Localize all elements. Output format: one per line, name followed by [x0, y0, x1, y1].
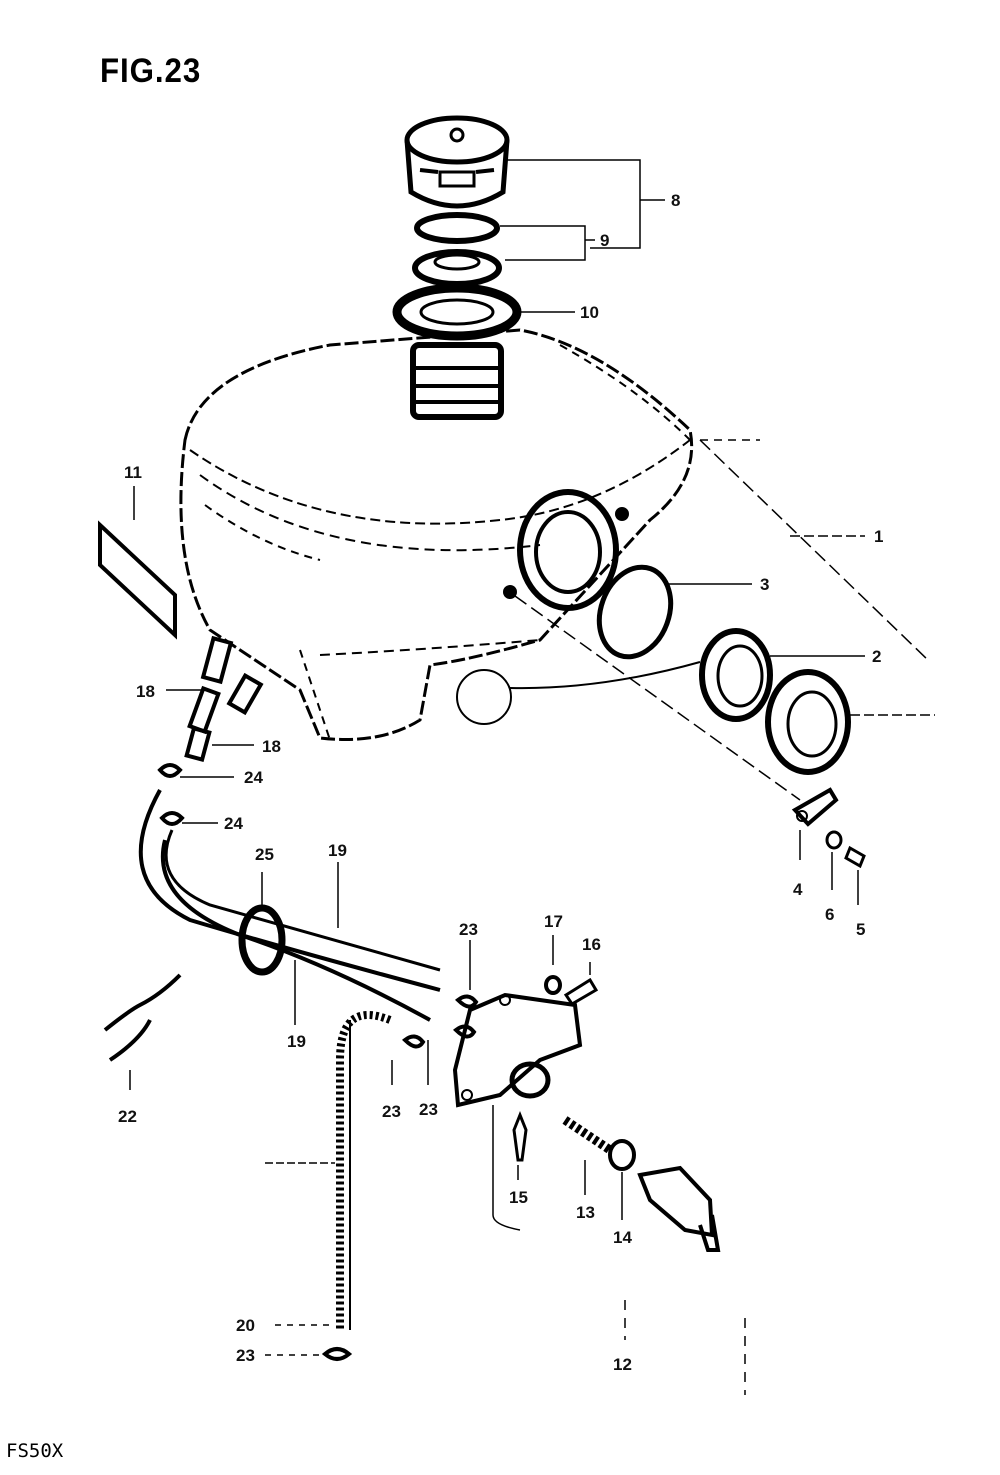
- callout-8: 8: [671, 191, 680, 210]
- bolt: [844, 845, 866, 869]
- callout-17: 17: [544, 912, 563, 931]
- o-ring: [608, 1139, 636, 1171]
- label-plate: [98, 520, 177, 640]
- coiled-vent-hose: [336, 1011, 392, 1330]
- hose-clamp-lower: [159, 811, 185, 826]
- callout-9: 9: [600, 231, 609, 250]
- callout-23-bottom: 23: [236, 1346, 255, 1365]
- fuel-hoses: [138, 789, 441, 1022]
- callout-13: 13: [576, 1203, 595, 1222]
- callout-12: 12: [613, 1355, 632, 1374]
- filler-neck: [410, 342, 504, 420]
- callout-4: 4: [793, 880, 803, 899]
- fuel-tank-body: [179, 328, 694, 741]
- cap-gasket: [412, 212, 502, 287]
- callout-14: 14: [613, 1228, 632, 1247]
- clamp-23-d: [321, 1347, 353, 1361]
- guide-line-bracket: [514, 595, 801, 801]
- guide-line-sender: [699, 439, 931, 663]
- leader-lines: [129, 159, 935, 1395]
- callout-11: 11: [124, 463, 142, 482]
- callout-24-upper: 24: [244, 768, 263, 787]
- bracket: [791, 787, 839, 827]
- callout-18-upper: 18: [136, 682, 155, 701]
- callout-10: 10: [580, 303, 599, 322]
- sender-lock-ring: [765, 669, 851, 775]
- hose-clip: [103, 973, 182, 1062]
- hose-clamp-upper: [157, 763, 183, 778]
- callout-25: 25: [255, 845, 274, 864]
- callout-22: 22: [118, 1107, 137, 1126]
- filler-neck-ring: [392, 283, 522, 341]
- sender-opening: [503, 489, 629, 611]
- callout-3: 3: [760, 575, 769, 594]
- callout-6: 6: [825, 905, 834, 924]
- screw: [563, 977, 599, 1007]
- callout-16: 16: [582, 935, 601, 954]
- model-label: FS50X: [6, 1440, 64, 1462]
- filter-screen: [512, 1110, 528, 1162]
- callout-23-left: 23: [382, 1102, 401, 1121]
- callout-1: 1: [874, 527, 883, 546]
- callout-18-lower: 18: [262, 737, 281, 756]
- fuel-cock-lever: [637, 1165, 721, 1252]
- tank-fittings: [184, 635, 264, 763]
- screw-washer: [544, 975, 562, 995]
- callout-23-right: 23: [419, 1100, 438, 1119]
- callout-24-lower: 24: [224, 814, 243, 833]
- callout-19-upper: 19: [328, 841, 347, 860]
- callout-15: 15: [509, 1188, 528, 1207]
- callout-5: 5: [856, 920, 865, 939]
- callout-23-top: 23: [459, 920, 478, 939]
- callout-19-lower: 19: [287, 1032, 306, 1051]
- clamp-23-c: [402, 1034, 426, 1049]
- fuel-gauge-sender: [456, 628, 773, 725]
- clamp-23-a: [455, 994, 479, 1009]
- figure-title: FIG.23: [100, 52, 202, 90]
- fuel-cap: [404, 115, 510, 209]
- spring: [562, 1116, 613, 1154]
- callout-2: 2: [872, 647, 881, 666]
- callout-20: 20: [236, 1316, 255, 1335]
- sender-gasket: [596, 564, 674, 660]
- washer: [825, 830, 843, 850]
- fuel-cock-body: [452, 992, 583, 1108]
